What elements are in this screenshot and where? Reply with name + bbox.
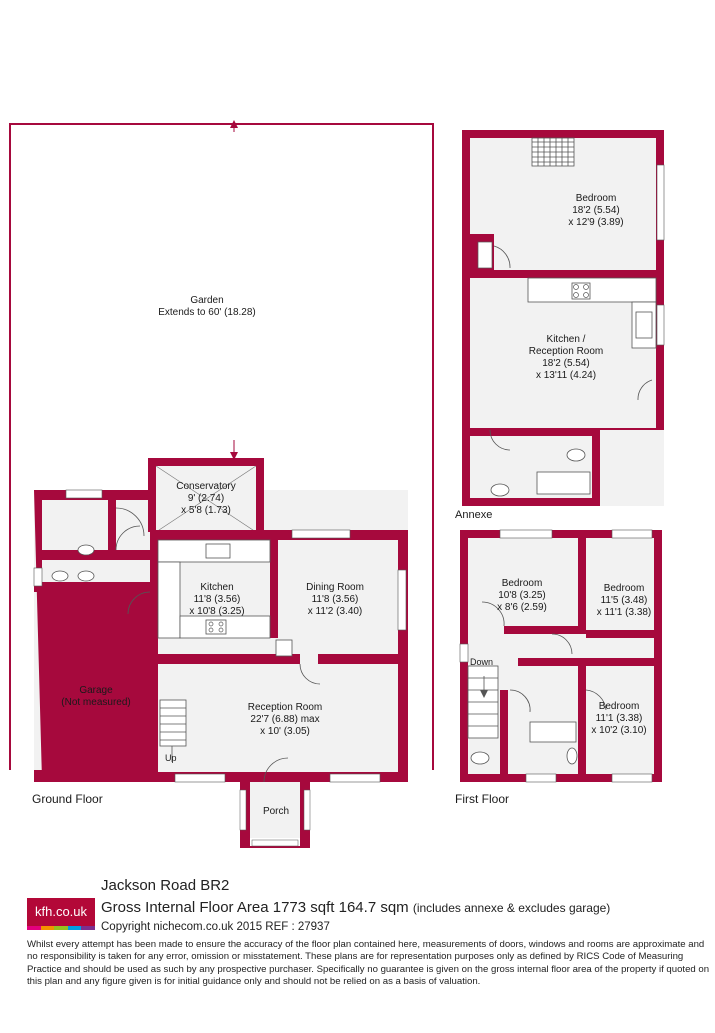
ground-floor-label: Ground Floor <box>32 792 103 806</box>
room-dim: 22'7 (6.88) max <box>250 714 320 725</box>
logo-stripe <box>54 926 68 930</box>
room-dim: 9' (2.74) <box>187 493 225 504</box>
kfh-logo: kfh.co.uk <box>27 898 95 926</box>
annexe-bedroom-label: Bedroom 18'2 (5.54) x 12'9 (3.89) <box>568 193 623 229</box>
stairs-up-label: Up <box>165 753 177 763</box>
logo-stripe <box>67 926 82 930</box>
room-dim: x 10'2 (3.10) <box>591 725 647 736</box>
room-name: Bedroom <box>501 578 543 589</box>
room-dim: x 12'9 (3.89) <box>568 217 624 228</box>
logo-stripe <box>27 926 41 930</box>
room-dim: x 5'8 (1.73) <box>181 505 231 516</box>
room-dim: x 11'1 (3.38) <box>596 607 652 618</box>
room-dim: x 11'2 (3.40) <box>307 606 363 617</box>
garden-label: Garden Extends to 60' (18.28) <box>158 295 256 319</box>
room-dim: 11'8 (3.56) <box>311 594 359 605</box>
logo-color-bar <box>27 926 95 930</box>
room-dim: 11'5 (3.48) <box>600 595 648 606</box>
room-dim: 10'8 (3.25) <box>498 590 546 601</box>
room-name: Reception Room <box>247 702 323 713</box>
disclaimer: Whilst every attempt has been made to en… <box>27 939 710 987</box>
room-name: Kitchen / <box>546 334 586 345</box>
room-dim: 18'2 (5.54) <box>572 205 620 216</box>
room-name: Conservatory <box>176 481 236 492</box>
room-dim: x 13'11 (4.24) <box>535 370 597 381</box>
room-dim: 11'1 (3.38) <box>595 713 643 724</box>
room-dim: 11'8 (3.56) <box>193 594 241 605</box>
room-name: Porch <box>262 806 290 817</box>
reception-room-label: Reception Room 22'7 (6.88) max x 10' (3.… <box>248 702 322 738</box>
annexe-kitchen-label: Kitchen / Reception Room 18'2 (5.54) x 1… <box>529 334 603 382</box>
room-name: Bedroom <box>575 193 617 204</box>
porch-label: Porch <box>263 806 289 818</box>
annexe-floor-label: Annexe <box>455 509 493 521</box>
bedroom-3-label: Bedroom 11'1 (3.38) x 10'2 (3.10) <box>591 701 646 737</box>
room-name: Reception Room <box>528 346 604 357</box>
stairs-down-label: Down <box>470 657 494 667</box>
floor-area: Gross Internal Floor Area 1773 sqft 164.… <box>101 899 610 916</box>
logo-stripe <box>40 926 55 930</box>
room-name: Bedroom <box>598 701 640 712</box>
floor-plan-drawing <box>9 120 665 848</box>
annexe-plan <box>462 130 665 506</box>
bedroom-1-label: Bedroom 10'8 (3.25) x 8'6 (2.59) <box>497 578 547 614</box>
bedroom-2-label: Bedroom 11'5 (3.48) x 11'1 (3.38) <box>597 583 652 619</box>
room-name: Dining Room <box>306 582 364 593</box>
first-floor-label: First Floor <box>455 792 509 806</box>
room-name: Garage <box>79 685 113 696</box>
room-name: Kitchen <box>200 582 234 593</box>
room-dim: 18'2 (5.54) <box>542 358 590 369</box>
garden-dims: Extends to 60' (18.28) <box>158 307 256 318</box>
kitchen-label: Kitchen 11'8 (3.56) x 10'8 (3.25) <box>189 582 244 618</box>
copyright: Copyright nichecom.co.uk 2015 REF : 2793… <box>101 921 330 933</box>
ground-floor-plan <box>33 440 408 848</box>
garage-label: Garage (Not measured) <box>61 685 130 709</box>
room-name: Bedroom <box>603 583 645 594</box>
room-note: (Not measured) <box>61 697 131 708</box>
room-dim: x 8'6 (2.59) <box>497 602 547 613</box>
dining-room-label: Dining Room 11'8 (3.56) x 11'2 (3.40) <box>306 582 364 618</box>
floor-area-text: Gross Internal Floor Area 1773 sqft 164.… <box>101 899 409 916</box>
logo-stripe <box>81 926 95 930</box>
room-dim: x 10' (3.05) <box>260 726 310 737</box>
room-dim: x 10'8 (3.25) <box>189 606 245 617</box>
garden-name: Garden <box>190 295 224 306</box>
floor-area-note: (includes annexe & excludes garage) <box>412 901 611 915</box>
property-title: Jackson Road BR2 <box>101 877 230 894</box>
conservatory-label: Conservatory 9' (2.74) x 5'8 (1.73) <box>176 481 235 517</box>
first-floor-plan <box>459 529 662 783</box>
garden-boundary <box>9 123 434 770</box>
